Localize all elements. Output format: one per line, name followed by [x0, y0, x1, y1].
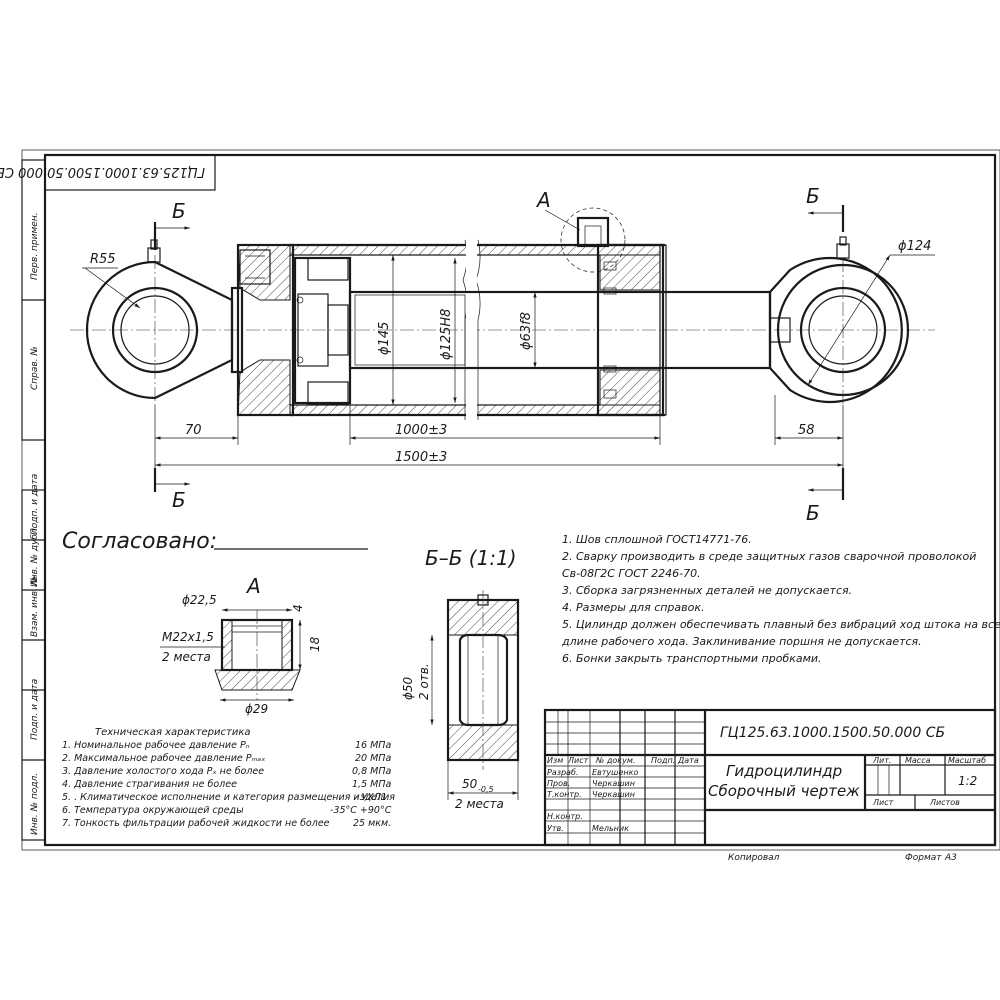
- copied-label: Копировал: [728, 853, 780, 863]
- spec-row-6-value: -35°С +90°С: [330, 805, 392, 816]
- note-5-cont: длине рабочего хода. Заклинивание поршня…: [561, 635, 922, 648]
- spec-row-7-value: 25 мкм.: [353, 818, 391, 829]
- stamp-sign-date-1: Подп. и дата: [30, 474, 40, 535]
- side-stamp: Перв. примен. Справ. № Подп. и дата Инв.…: [21, 159, 46, 841]
- tb-designation: ГЦ125.63.1000.1500.50.000 СБ: [720, 725, 945, 741]
- format-value: А3: [944, 853, 957, 863]
- detail-a-view: А ϕ22,5 М22х1,5 2 места ϕ29 18 4: [160, 574, 322, 716]
- tb-header-change: Изм: [547, 756, 563, 765]
- svg-text:ГЦ125.63.1000.1500.50.000 СБ: ГЦ125.63.1000.1500.50.000 СБ: [0, 164, 205, 179]
- spec-row-4-value: 1,5 МПа: [352, 779, 391, 790]
- spec-row-3-value: 0,8 МПа: [352, 766, 391, 777]
- tb-role-6: Утв.: [547, 824, 564, 833]
- spec-row-1-label: 1. Номинальное рабочее давление Pₙ: [62, 740, 250, 751]
- section-bb-width-tol: -0,5: [478, 785, 494, 794]
- tb-mass-label: Масса: [905, 756, 931, 765]
- tb-name-2: Черкашин: [592, 779, 635, 788]
- tb-role-2: Пров.: [547, 779, 570, 788]
- tb-sheets-label: Листов: [929, 798, 960, 807]
- dim-1500: 1500±3: [395, 450, 447, 465]
- spec-row-7-label: 7. Тонкость фильтрации рабочей жидкости …: [62, 818, 330, 829]
- dim-r55: R55: [90, 252, 116, 267]
- stamp-ref-no: Справ. №: [30, 346, 40, 390]
- dim-d125h8: ϕ125H8: [439, 309, 454, 360]
- section-bb-places: 2 места: [455, 797, 504, 811]
- tb-role-3: Т.контр.: [547, 790, 582, 799]
- dim-d63f8: ϕ63f8: [519, 312, 534, 350]
- detail-a-thread-count: 2 места: [162, 650, 211, 664]
- cylinder-main-view: R55: [70, 184, 935, 525]
- tb-header-sign: Подп.: [651, 756, 675, 765]
- tb-role-5: Н.контр.: [547, 812, 583, 821]
- stamp-replace-inv: Взам. инв. №: [30, 576, 40, 637]
- format-label: Формат: [905, 853, 942, 863]
- spec-row-2-label: 2. Максимальное рабочее давление Pₘₐₓ: [62, 753, 265, 764]
- view-a-mark: А: [535, 188, 551, 212]
- note-2-cont: Св-08Г2С ГОСТ 2246-70.: [562, 567, 701, 580]
- tb-role-1: Разраб.: [547, 768, 578, 777]
- detail-a-d29: ϕ29: [245, 702, 268, 716]
- dim-58: 58: [798, 423, 815, 438]
- note-3: 3. Сборка загрязненных деталей не допуск…: [562, 584, 852, 597]
- stamp-first-use: Перв. примен.: [30, 212, 40, 280]
- spec-row-6-label: 6. Температура окружающей среды: [62, 805, 244, 816]
- left-eye-lug: R55: [82, 239, 234, 405]
- spec-row-5-label: 5. . Климатическое исполнение и категори…: [62, 792, 395, 803]
- detail-a-title: А: [245, 574, 261, 598]
- dim-d145: ϕ145: [377, 322, 392, 355]
- section-bb-title: Б–Б (1:1): [425, 546, 517, 570]
- note-6: 6. Бонки закрыть транспортными пробками.: [562, 652, 822, 665]
- note-1: 1. Шов сплошной ГОСТ14771-76.: [562, 533, 752, 546]
- tb-name-6: Мельник: [592, 824, 629, 833]
- mirrored-designation: ГЦ125.63.1000.1500.50.000 СБ: [0, 154, 216, 191]
- cut-mark-b-bottom-left: Б: [172, 488, 186, 512]
- tb-name-3: Черкашин: [592, 790, 635, 799]
- specs-title: Техническая характеристика: [95, 727, 251, 738]
- title-block: Изм Лист № докум. Подп. Дата Разраб. Евт…: [543, 708, 997, 847]
- detail-a-h4: 4: [291, 604, 305, 612]
- dim-d124: ϕ124: [898, 239, 931, 254]
- detail-a-h18: 18: [308, 636, 322, 652]
- agreed-label: Согласовано:: [62, 529, 217, 554]
- tb-header-sheet: Лист: [567, 756, 589, 765]
- tb-sheet-label: Лист: [872, 798, 894, 807]
- spec-row-2-value: 20 МПа: [355, 753, 391, 764]
- right-eye-lug: ϕ124: [768, 236, 935, 405]
- cut-mark-b-top-right: Б: [806, 184, 820, 208]
- cut-mark-b-bottom-right: Б: [806, 501, 820, 525]
- detail-a-thread: М22х1,5: [162, 630, 214, 644]
- tb-scale-label: Масштаб: [948, 756, 986, 765]
- tb-header-docno: № докум.: [595, 756, 635, 765]
- tech-specs: Техническая характеристика 1. Номинально…: [62, 727, 395, 829]
- dim-70: 70: [185, 423, 202, 438]
- tb-lit-label: Лит.: [872, 756, 891, 765]
- section-bb-width: 50: [462, 777, 478, 791]
- spec-row-5-value: - УХЛ1: [355, 792, 387, 803]
- stamp-dup-inv: Инв. № дубл.: [30, 525, 40, 587]
- section-bb-view: Б–Б (1:1) ϕ50 2 отв. 50 -0,5 2 места: [401, 546, 520, 811]
- stamp-sign-date-2: Подп. и дата: [30, 679, 40, 740]
- note-4: 4. Размеры для справок.: [562, 601, 705, 614]
- note-5: 5. Цилиндр должен обеспечивать плавный б…: [562, 618, 1000, 631]
- spec-row-3-label: 3. Давление холостого хода Pₓ не более: [62, 766, 264, 777]
- section-bb-d50: ϕ50: [401, 676, 415, 700]
- tb-title-line2: Сборочный чертеж: [708, 782, 860, 800]
- tb-name-1: Евтушенко: [592, 768, 638, 777]
- section-bb-holes: 2 отв.: [417, 663, 431, 700]
- tb-title-line1: Гидроцилиндр: [726, 762, 842, 780]
- spec-row-4-label: 4. Давление страгивания не более: [62, 779, 237, 790]
- dim-1000: 1000±3: [395, 423, 447, 438]
- note-2: 2. Сварку производить в среде защитных г…: [562, 550, 976, 563]
- tb-header-date: Дата: [677, 756, 699, 765]
- technical-notes: 1. Шов сплошной ГОСТ14771-76. 2. Сварку …: [561, 533, 1000, 665]
- stamp-orig-inv: Инв. № подл.: [30, 773, 40, 835]
- detail-a-d22-5: ϕ22,5: [182, 593, 217, 607]
- tb-scale-value: 1:2: [958, 774, 977, 788]
- cut-mark-b-top-left: Б: [172, 199, 186, 223]
- spec-row-1-value: 16 МПа: [355, 740, 391, 751]
